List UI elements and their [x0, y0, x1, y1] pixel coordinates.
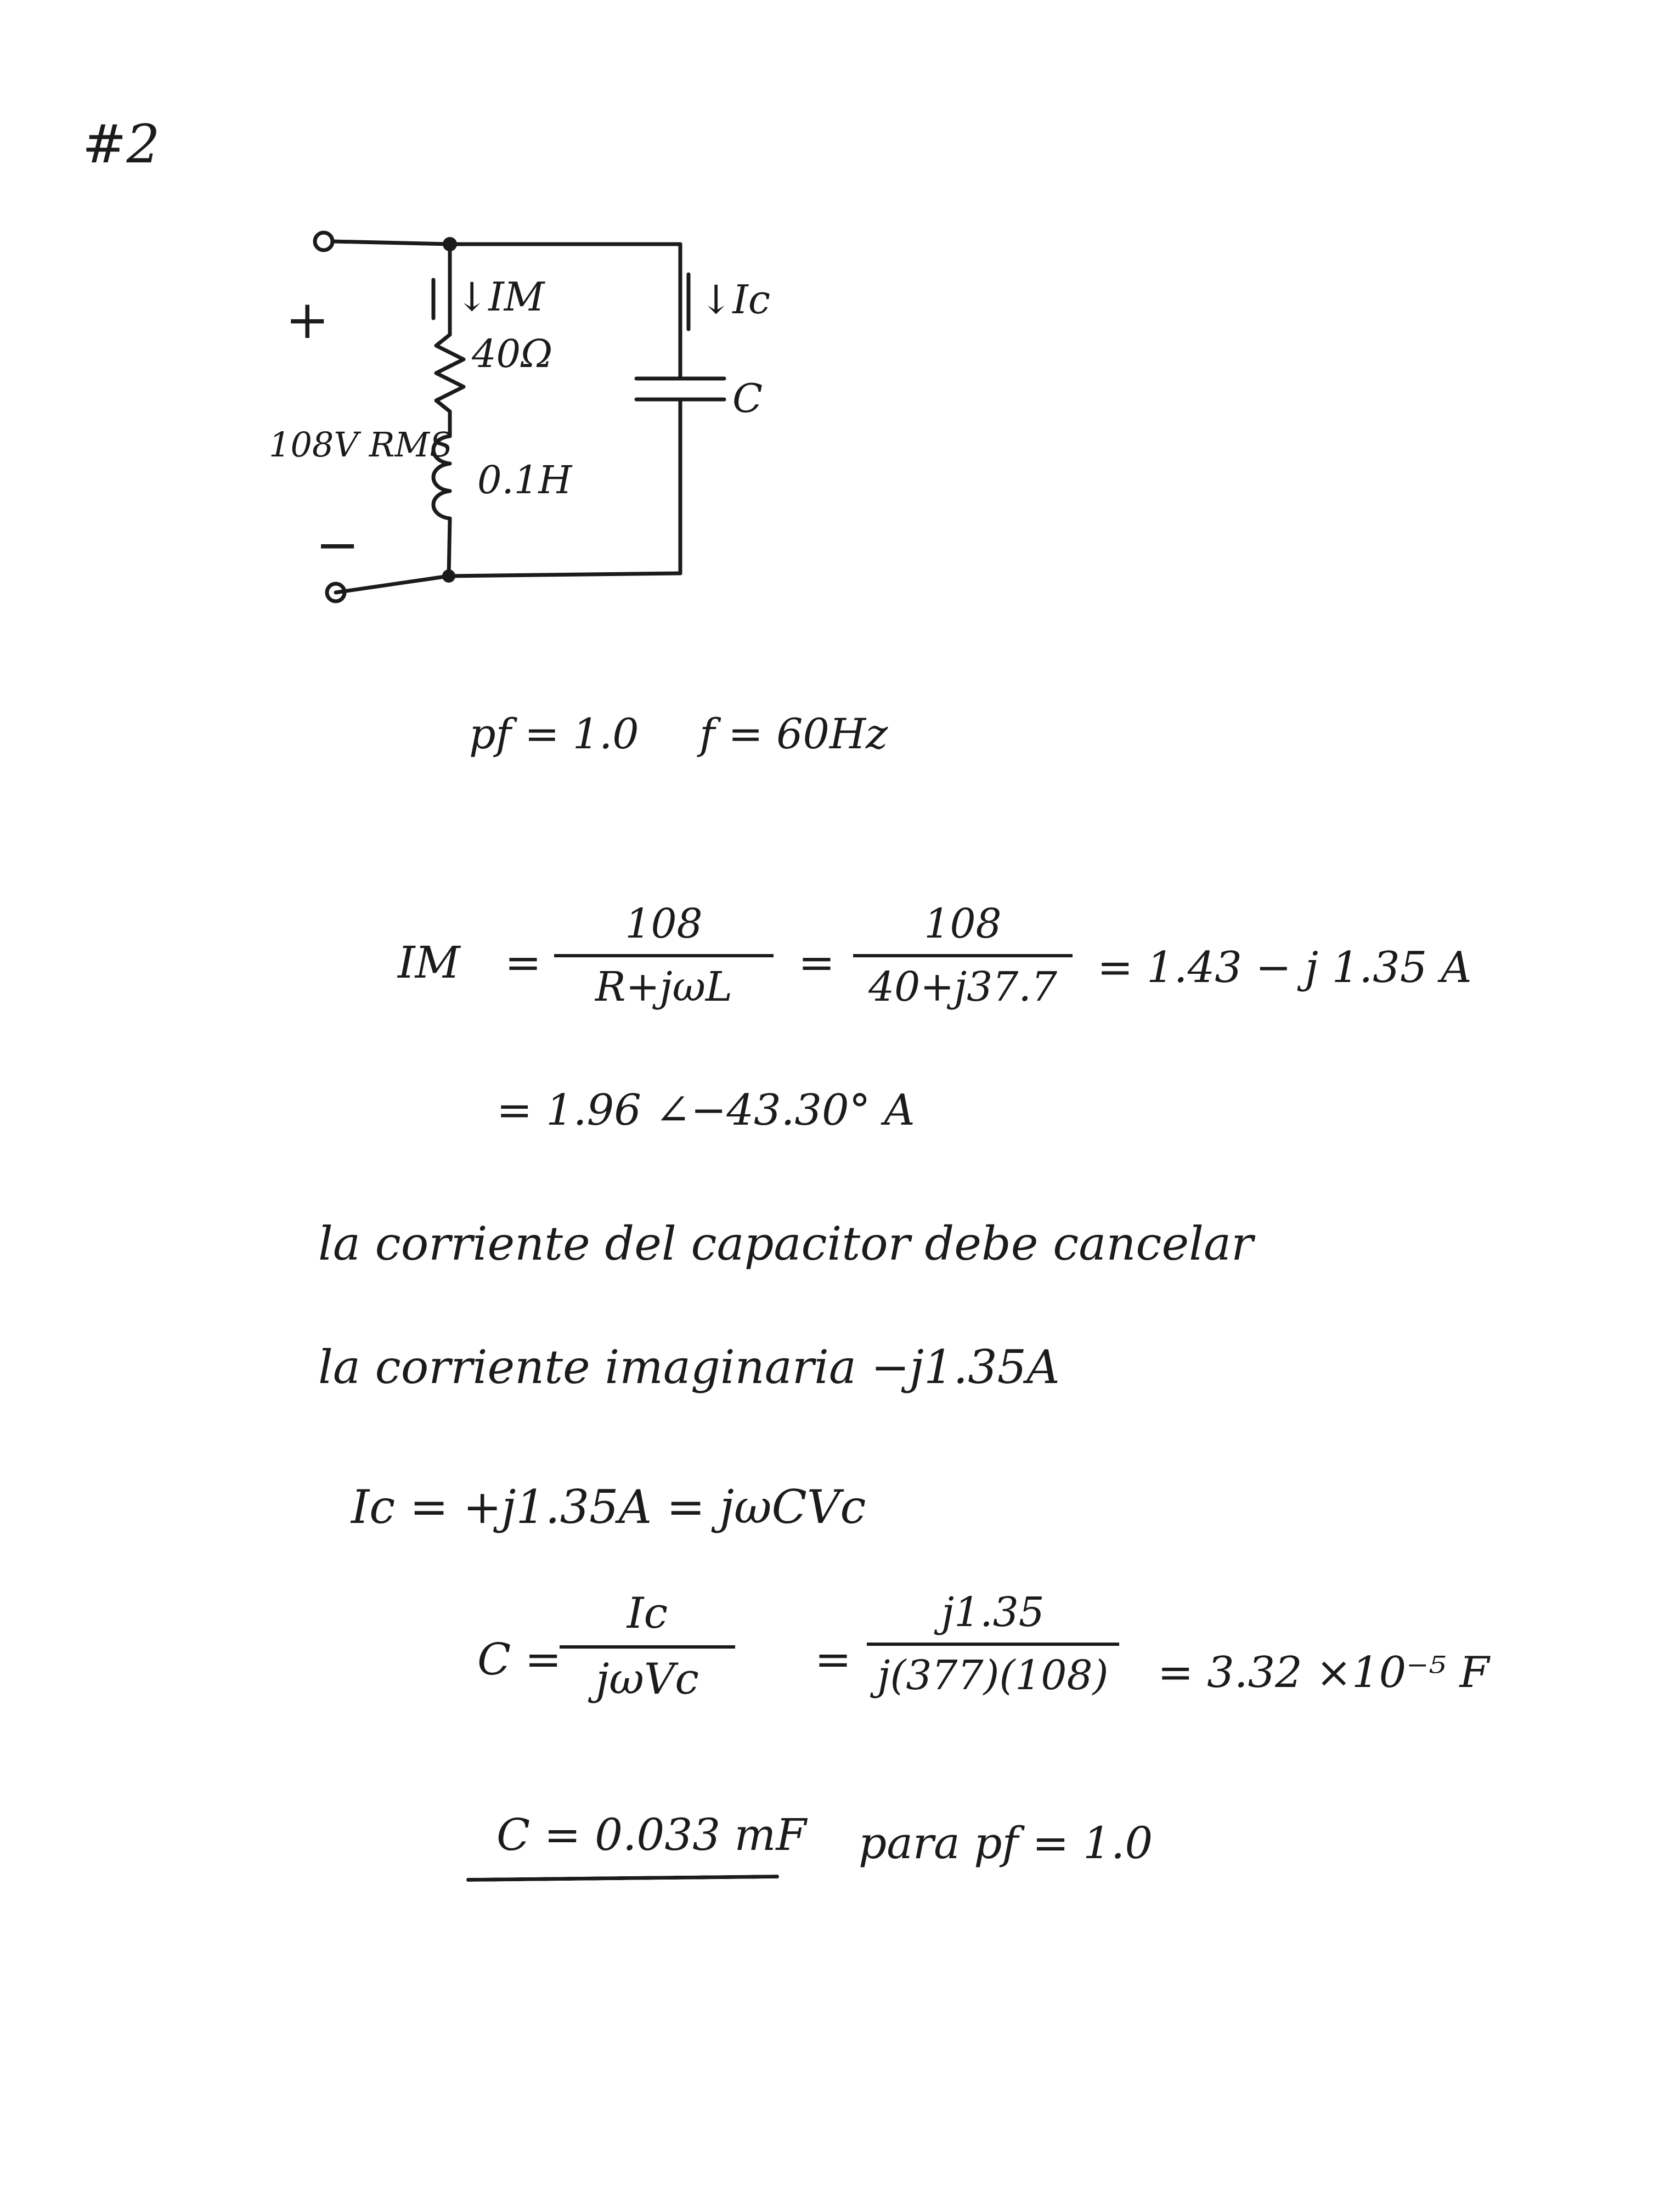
capacitor-label: C: [732, 375, 763, 421]
ic-equation: Ic = +j1.35A = jωCVc: [351, 1480, 866, 1534]
im-fraction-numeric: 108 40+j37.7: [853, 900, 1073, 1012]
given-frequency: f = 60Hz: [699, 709, 888, 758]
bottom-wire: [334, 571, 682, 595]
bottom-terminal: [325, 582, 347, 603]
c-result: = 3.32 ×10⁻⁵ F: [1158, 1648, 1489, 1697]
explanation-line-1: la corriente del capacitor debe cancelar: [318, 1217, 1254, 1271]
top-terminal: [313, 230, 335, 252]
fraction-denominator: R+jωL: [595, 963, 733, 1011]
fraction-bar: [560, 1645, 735, 1649]
source-voltage-label: 108V RMS: [269, 425, 453, 465]
im-current-label: ↓IM: [455, 274, 545, 320]
explanation-line-2: la corriente imaginaria −j1.35A: [318, 1340, 1060, 1394]
c-fraction-symbolic: Ic jωVc: [560, 1588, 735, 1705]
c-fraction-numeric: j1.35 j(377)(108): [867, 1588, 1119, 1700]
final-answer-underline: [466, 1875, 780, 1882]
problem-number: #2: [82, 114, 160, 175]
im-fraction-symbolic: 108 R+jωL: [554, 900, 774, 1012]
fraction-numerator: j1.35: [941, 1589, 1045, 1636]
final-answer: C = 0.033 mF: [496, 1809, 806, 1860]
fraction-bar: [867, 1642, 1119, 1646]
given-power-factor: pf = 1.0: [469, 709, 639, 758]
im-symbol: IM: [398, 937, 460, 988]
branch-wire-bottom: [447, 516, 452, 578]
im-polar-result: = 1.96 ∠−43.30° A: [496, 1086, 915, 1135]
top-node-dot: [443, 237, 457, 251]
fraction-numerator: Ic: [627, 1589, 668, 1638]
bottom-node-dot: [442, 569, 455, 583]
equals-sign: =: [798, 937, 836, 988]
source-minus-sign: −: [315, 514, 360, 575]
inductor-label: 0.1H: [477, 458, 572, 503]
fraction-numerator: 108: [625, 900, 703, 947]
ic-current-label: ↓Ic: [699, 276, 771, 323]
fraction-denominator: jωVc: [596, 1654, 699, 1704]
resistor-zigzag: [434, 332, 466, 414]
source-plus-sign: +: [285, 289, 330, 351]
fraction-bar: [853, 953, 1073, 957]
c-symbol: C =: [477, 1634, 562, 1685]
top-wire: [330, 239, 682, 246]
equals-sign: =: [505, 937, 542, 988]
final-answer-note: para pf = 1.0: [859, 1818, 1153, 1869]
fraction-bar: [554, 953, 774, 957]
resistor-label: 40Ω: [472, 331, 553, 376]
fraction-denominator: j(377)(108): [877, 1651, 1109, 1699]
fraction-numerator: 108: [924, 900, 1002, 947]
im-rectangular-result: = 1.43 − j 1.35 A: [1097, 943, 1472, 992]
equals-sign: =: [815, 1634, 852, 1685]
fraction-denominator: 40+j37.7: [868, 963, 1057, 1011]
